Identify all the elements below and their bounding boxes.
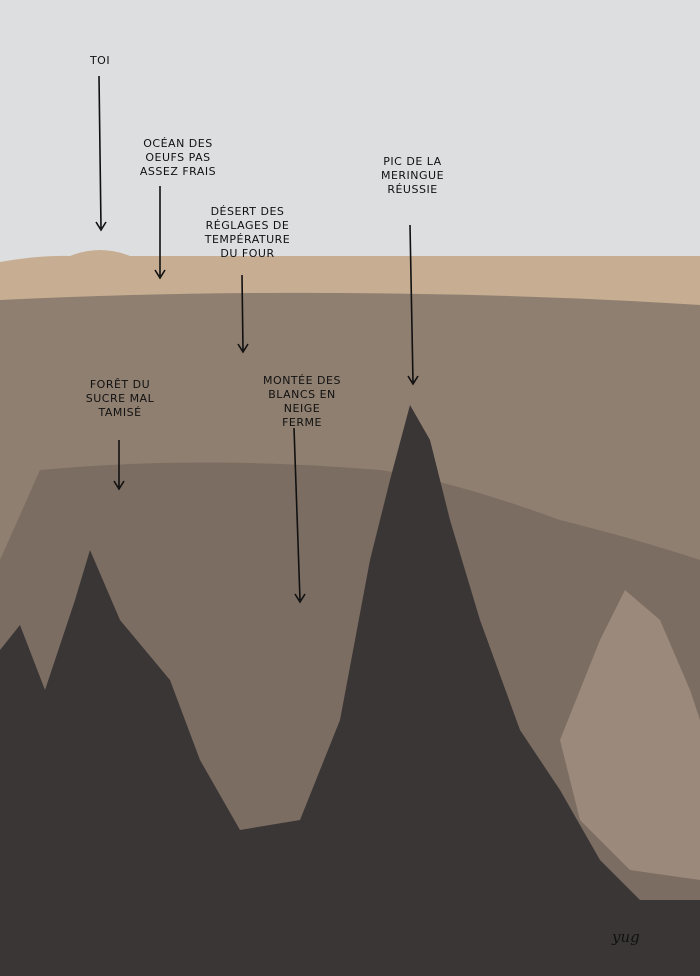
label-foret: FORÊT DU SUCRE MAL TAMISÉ [85, 378, 155, 419]
dark-peaks [0, 405, 700, 976]
artist-signature: yug [612, 928, 640, 946]
label-toi: TOI [89, 54, 111, 67]
right-mountain [560, 590, 700, 880]
label-pic: PIC DE LA MERINGUE RÉUSSIE [380, 155, 445, 196]
label-ocean: OCÉAN DES OEUFS PAS ASSEZ FRAIS [139, 137, 217, 178]
arrows [95, 75, 419, 604]
label-montee: MONTÉE DES BLANCS EN NEIGE FERME [263, 374, 341, 429]
label-desert: DÉSERT DES RÉGLAGES DE TEMPÉRATURE DU FO… [204, 205, 291, 260]
